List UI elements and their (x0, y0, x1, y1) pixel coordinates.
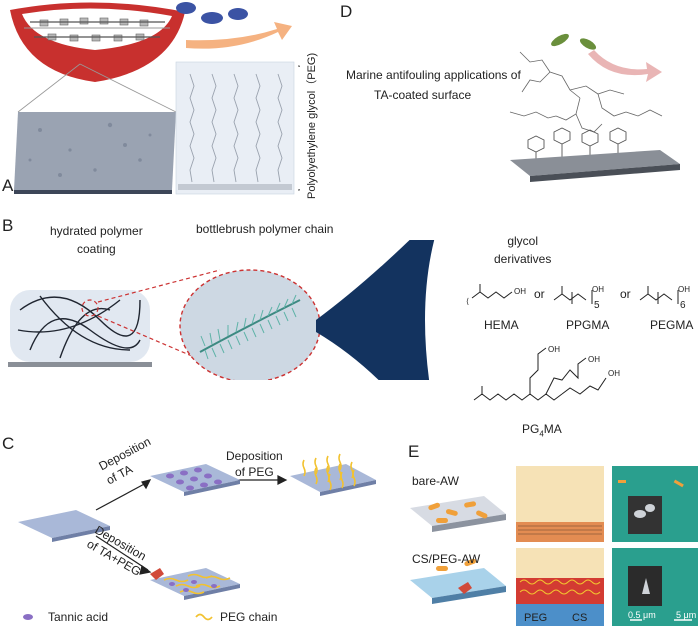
svg-text:OH: OH (608, 369, 620, 378)
ta-coated-substrate (150, 464, 240, 496)
scale-bar-inset: 0.5 μm (628, 610, 656, 620)
pegma-label: PEGMA (650, 318, 694, 332)
svg-text:⟨: ⟨ (466, 297, 469, 306)
pg4ma-sub: 4 (539, 429, 544, 439)
peg-layer-label: PEG (524, 612, 548, 624)
panel-c-figure (18, 453, 376, 621)
svg-text:OH: OH (514, 287, 526, 296)
scale-bar-main: 5 μm (676, 610, 697, 620)
peg-vertical-label: Polyolyethylene glycol（PEG) (306, 52, 318, 199)
cspeg-aw-illustration (410, 558, 506, 604)
svg-text:OH: OH (592, 285, 604, 294)
peg-brush-schematic (175, 61, 300, 195)
peg-chain-legend-icon (195, 613, 213, 621)
dep-peg-label: Deposition of PEG (226, 449, 283, 479)
cs-layer-label: CS (572, 612, 588, 624)
ta-surface-illustration (509, 33, 680, 182)
svg-text:OH: OH (548, 345, 560, 354)
ta-peg-substrate (290, 453, 376, 496)
panel-e-figure (410, 466, 698, 626)
glycol-derivatives-label: glycol derivatives (494, 234, 552, 266)
hydrated-polymer-network (8, 290, 152, 367)
bottlebrush-label: bottlebrush polymer chain (196, 222, 334, 236)
pg4ma-base: PG (522, 422, 540, 436)
bare-aw-illustration (410, 496, 506, 532)
zoom-cone (316, 240, 435, 380)
bare-aw-label: bare-AW (412, 474, 459, 488)
panel-b-figure (8, 240, 435, 380)
pg4ma-end: MA (543, 422, 562, 436)
panel-c-label: C (2, 434, 15, 453)
panel-b-label: B (2, 216, 14, 235)
panel-e-label: E (408, 442, 420, 461)
diatom-icon (551, 33, 597, 50)
ta-plus-peg-substrate (150, 568, 240, 600)
hema-label: HEMA (484, 318, 519, 332)
or-label-1: or (534, 287, 545, 301)
pegma-subscript: 6 (680, 300, 686, 311)
ppgma-label: PPGMA (566, 318, 610, 332)
repel-arrow-d-icon (588, 50, 662, 82)
ppgma-subscript: 5 (594, 300, 600, 311)
panel-a-figure (10, 2, 300, 195)
repel-arrow-icon (186, 22, 292, 49)
bacteria-icon (176, 2, 248, 24)
svg-text:OH: OH (588, 355, 600, 364)
mouth-braces-illustration (10, 2, 185, 82)
panel-d-caption-line2: TA-coated surface (374, 88, 472, 102)
svg-text:OH: OH (678, 285, 690, 294)
cspeg-aw-label: CS/PEG-AW (412, 552, 481, 566)
hydrated-coating-label: hydrated polymer coating (50, 224, 143, 256)
or-label-2: or (620, 287, 631, 301)
tannic-acid-legend-label: Tannic acid (48, 610, 109, 624)
peg-chain-legend-label: PEG chain (220, 610, 278, 624)
surface-texture (14, 112, 176, 194)
tannic-acid-legend-icon (23, 614, 33, 620)
glycol-structures: ⟨ OH OH OH OH OH OH (466, 284, 690, 401)
panel-d-caption-line1: Marine antifouling applications of (346, 68, 521, 82)
panel-d-label: D (340, 2, 353, 21)
panel-a-label: A (2, 176, 14, 195)
bottlebrush-chain (199, 299, 301, 353)
pg4ma-label: PG4MA (522, 422, 562, 438)
